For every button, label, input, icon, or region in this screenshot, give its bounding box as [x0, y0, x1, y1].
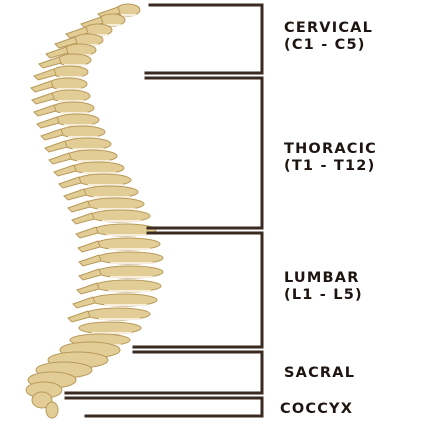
vertebral-process [37, 117, 59, 128]
region-name-lumbar: LUMBAR [284, 270, 363, 287]
intervertebral-disc [108, 290, 151, 292]
vertebral-process [45, 141, 67, 152]
spine-illustration [26, 4, 163, 418]
vertebral-process [41, 129, 63, 140]
vertebral-process [64, 189, 86, 200]
vertebral-process [39, 57, 61, 68]
bracket-thoracic [146, 78, 262, 228]
intervertebral-disc [110, 276, 153, 278]
bracket-cervical [146, 5, 262, 73]
vertebra [46, 402, 58, 418]
vertebral-process [77, 283, 99, 294]
intervertebral-disc [121, 14, 137, 16]
vertebral-process [34, 105, 56, 116]
bracket-coccyx [66, 398, 262, 416]
region-name-coccyx: COCCYX [280, 401, 353, 418]
intervertebral-disc [110, 262, 153, 264]
region-name-cervical: CERVICAL [284, 20, 373, 37]
label-coccyx: COCCYX [280, 401, 353, 418]
vertebral-process [68, 311, 90, 322]
label-lumbar: LUMBAR (L1 - L5) [284, 270, 363, 304]
vertebral-process [73, 297, 95, 308]
vertebral-process [76, 227, 98, 238]
region-range-cervical: (C1 - C5) [284, 37, 373, 54]
vertebral-process [79, 269, 101, 280]
vertebral-process [32, 93, 54, 104]
vertebral-process [31, 81, 53, 92]
vertebral-process [79, 255, 101, 266]
intervertebral-disc [106, 234, 146, 236]
vertebral-process [68, 201, 90, 212]
vertebral-process [34, 69, 56, 80]
intervertebral-disc [104, 304, 147, 306]
intervertebral-disc [109, 248, 151, 250]
label-sacral: SACRAL [284, 365, 355, 382]
intervertebral-disc [99, 318, 141, 320]
vertebral-process [54, 165, 76, 176]
label-thoracic: THORACIC (T1 - T12) [284, 141, 377, 175]
region-range-lumbar: (L1 - L5) [284, 287, 363, 304]
region-range-thoracic: (T1 - T12) [284, 158, 377, 175]
vertebral-process [72, 213, 94, 224]
vertebral-process [78, 241, 100, 252]
region-name-sacral: SACRAL [284, 365, 355, 382]
label-cervical: CERVICAL (C1 - C5) [284, 20, 373, 54]
vertebral-process [59, 177, 81, 188]
intervertebral-disc [102, 220, 141, 222]
region-name-thoracic: THORACIC [284, 141, 377, 158]
vertebral-process [49, 153, 71, 164]
